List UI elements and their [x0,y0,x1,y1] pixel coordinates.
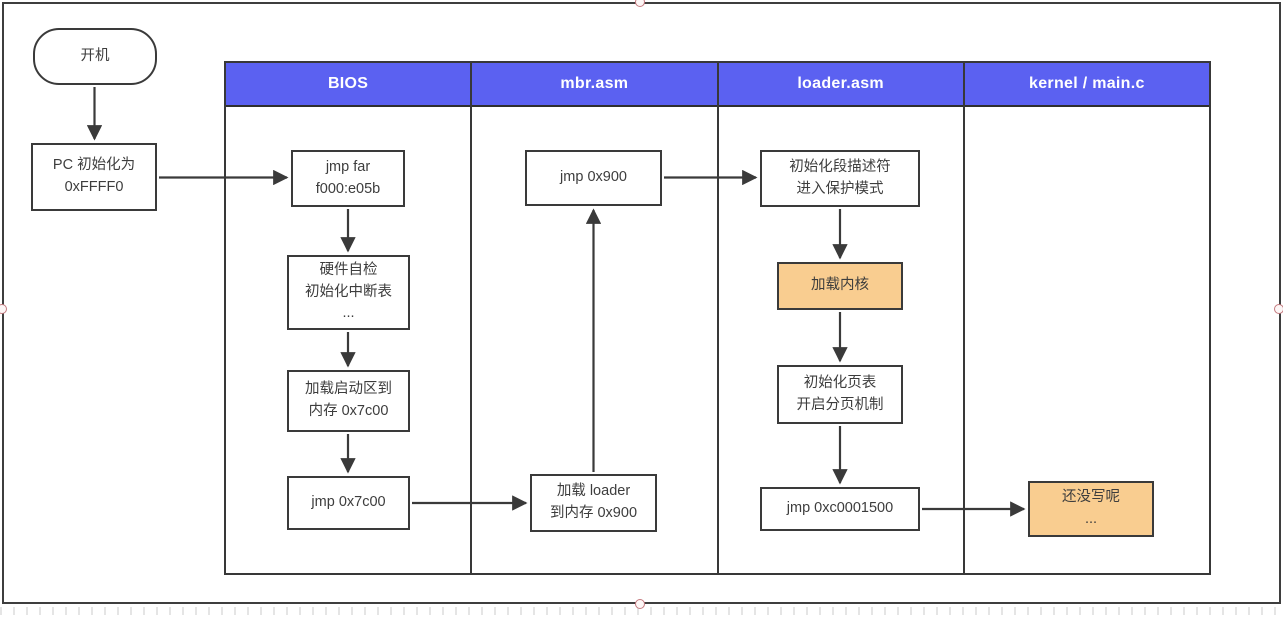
lane-header-mbr: mbr.asm [472,63,717,107]
node-hardware-post: 硬件自检 初始化中断表 ... [287,255,410,330]
lane-loader: loader.asm [716,63,963,573]
lane-mbr: mbr.asm [470,63,717,573]
lane-header-kernel: kernel / main.c [964,63,1209,107]
node-load-kernel: 加载内核 [777,262,903,310]
node-init-segment-descriptor: 初始化段描述符 进入保护模式 [760,150,920,207]
node-jmp-0x900: jmp 0x900 [525,150,662,206]
lane-header-bios: BIOS [226,63,471,107]
node-not-written-yet: 还没写呢 ... [1028,481,1154,537]
editor-ruler-ticks [0,607,1283,615]
swimlane-container: BIOS mbr.asm loader.asm kernel / main.c [224,61,1211,575]
node-jmp-far: jmp far f000:e05b [291,150,405,207]
node-jmp-0x7c00: jmp 0x7c00 [287,476,410,530]
node-load-loader: 加载 loader 到内存 0x900 [530,474,657,532]
node-pc-init: PC 初始化为 0xFFFF0 [31,143,157,211]
node-init-page-table: 初始化页表 开启分页机制 [777,365,903,424]
lane-bios: BIOS [226,63,471,573]
node-load-bootsector: 加载启动区到 内存 0x7c00 [287,370,410,432]
resize-handle-right[interactable] [1274,304,1283,314]
node-power-on: 开机 [33,28,157,85]
resize-handle-left[interactable] [0,304,7,314]
resize-handle-top[interactable] [635,0,645,7]
lane-kernel: kernel / main.c [962,63,1209,573]
lane-header-loader: loader.asm [718,63,963,107]
node-jmp-0xc0001500: jmp 0xc0001500 [760,487,920,531]
resize-handle-bottom[interactable] [635,599,645,609]
